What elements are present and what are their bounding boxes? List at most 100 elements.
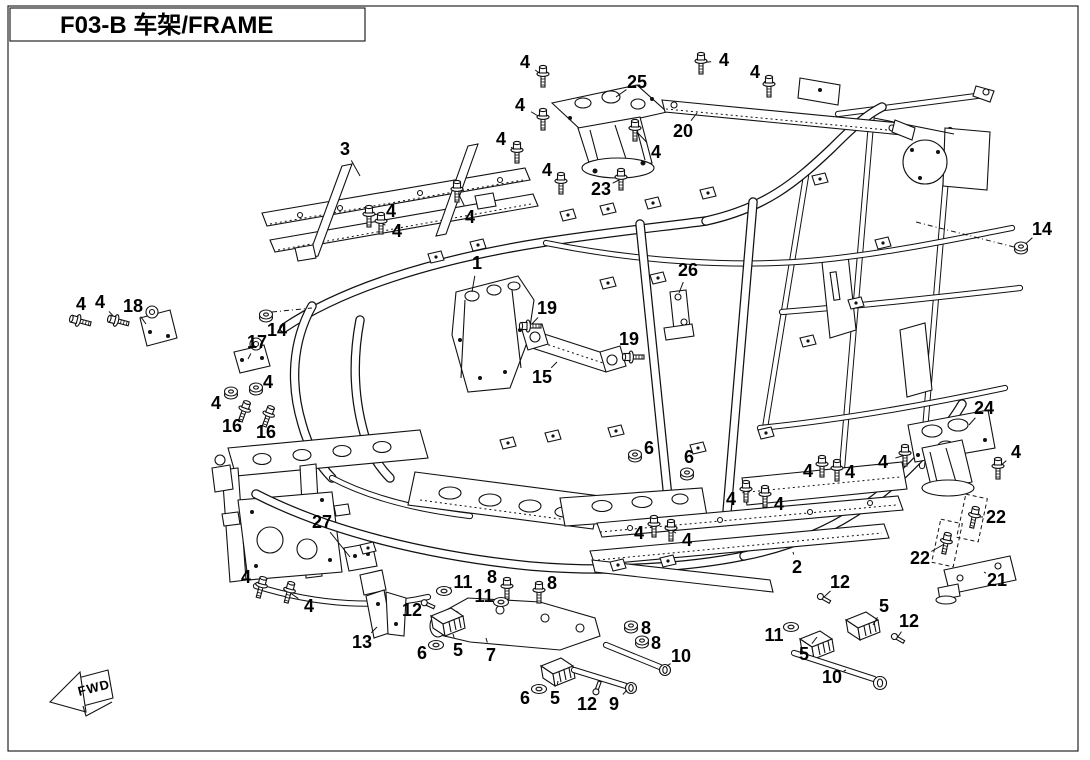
- leader-line: [452, 633, 455, 638]
- callout-number: 4: [304, 596, 314, 616]
- part-blocks-5: [429, 607, 881, 688]
- callout-number: 4: [682, 530, 692, 550]
- callout-number: 4: [515, 95, 525, 115]
- callout-number: 19: [537, 298, 557, 318]
- frame-center-struts: [635, 197, 758, 517]
- frame-backbone: [279, 102, 1016, 333]
- callout-number: 6: [417, 643, 427, 663]
- part-bracket-1: [451, 275, 535, 393]
- nut-glyph: [248, 382, 264, 396]
- bolt-glyph: [536, 107, 550, 131]
- callout-number: 7: [486, 645, 496, 665]
- callout-number: 12: [899, 611, 919, 631]
- bolt-glyph: [939, 531, 953, 555]
- bolt-glyph: [664, 518, 678, 542]
- callout-number: 14: [267, 320, 287, 340]
- bolt-glyph: [106, 314, 130, 327]
- bolt-glyph: [554, 171, 568, 195]
- callout-number: 4: [263, 372, 273, 392]
- bolt-glyph: [500, 576, 514, 600]
- callout-number: 25: [627, 72, 647, 92]
- leader-line: [983, 571, 987, 574]
- leader-line: [622, 689, 628, 695]
- callout-number: 16: [222, 416, 242, 436]
- callout-number: 4: [726, 489, 736, 509]
- callout-number: 24: [974, 398, 994, 418]
- callout-number: 4: [719, 50, 729, 70]
- bolt-glyph: [621, 350, 645, 364]
- callout-number: 2: [792, 557, 802, 577]
- callout-number: 26: [678, 260, 698, 280]
- frame-rear-beam: [834, 85, 995, 118]
- leader-line: [615, 89, 627, 98]
- callout-number: 1: [472, 253, 482, 273]
- callout-number: 4: [211, 393, 221, 413]
- nut-glyph: [623, 620, 639, 634]
- bolt-glyph: [450, 179, 464, 203]
- part-bracket-17: [233, 337, 271, 374]
- callout-number: 12: [577, 694, 597, 714]
- leader-line: [350, 160, 361, 177]
- callout-number: 4: [750, 62, 760, 82]
- fwd-marker: FWD: [48, 669, 114, 717]
- leader-line: [140, 316, 147, 325]
- part-mount-plate-24: [907, 409, 996, 497]
- washer-glyph: [492, 596, 510, 608]
- part-bracket-21-22: [931, 493, 1017, 605]
- bolt-glyph: [647, 514, 661, 538]
- callout-number: 6: [520, 688, 530, 708]
- callout-number: 10: [671, 646, 691, 666]
- callout-number: 10: [822, 667, 842, 687]
- nut-glyph: [679, 467, 695, 481]
- bolt-glyph: [628, 118, 642, 142]
- part-bar-15: [521, 323, 627, 373]
- part-strip-plate-20: [661, 77, 916, 141]
- washer-glyph: [782, 621, 800, 633]
- bolt-glyph: [255, 575, 268, 599]
- pin-glyph: [420, 599, 436, 610]
- bolt-glyph: [991, 456, 1005, 480]
- leader-line: [843, 669, 847, 672]
- callout-number: 12: [830, 572, 850, 592]
- bolt-glyph: [536, 64, 550, 88]
- callout-number: 4: [845, 462, 855, 482]
- page-title: F03-B 车架/FRAME: [60, 11, 273, 39]
- leader-line: [247, 353, 252, 360]
- bolt-glyph: [374, 211, 388, 235]
- bolt-glyph: [815, 454, 829, 478]
- part-bracket-18: [139, 305, 178, 347]
- ref-line-14-right: [915, 221, 1015, 248]
- bolt-glyph: [237, 400, 252, 423]
- bolt-glyph: [739, 479, 753, 503]
- bolt-glyph: [967, 505, 981, 529]
- page-border: [7, 5, 1079, 752]
- callout-number: 8: [547, 573, 557, 593]
- washer-glyph: [530, 683, 548, 695]
- callout-number: 16: [256, 422, 276, 442]
- callout-number: 11: [474, 586, 493, 606]
- callout-number: 27: [312, 512, 332, 532]
- callout-number: 18: [123, 296, 143, 316]
- callout-number: 4: [878, 452, 888, 472]
- callout-number: 4: [803, 461, 813, 481]
- nut-glyph: [627, 449, 643, 463]
- callout-number: 4: [542, 160, 552, 180]
- bolt-glyph: [518, 319, 542, 333]
- leader-line: [471, 275, 476, 293]
- bolt-glyph: [68, 314, 92, 327]
- callout-number: 14: [1032, 219, 1052, 239]
- callout-number: 4: [651, 142, 661, 162]
- nut-glyph: [634, 635, 650, 649]
- callout-number: 4: [241, 567, 251, 587]
- bolt-glyph: [614, 167, 628, 191]
- bolt-glyph: [532, 580, 546, 604]
- leader-line: [968, 417, 976, 426]
- callout-number: 4: [392, 221, 402, 241]
- leader-line: [556, 680, 559, 686]
- bolt-glyph: [830, 458, 844, 482]
- bolt-glyph: [762, 74, 776, 98]
- leader-line: [792, 551, 795, 555]
- bolt-glyph: [283, 580, 296, 604]
- callout-number: 17: [247, 332, 267, 352]
